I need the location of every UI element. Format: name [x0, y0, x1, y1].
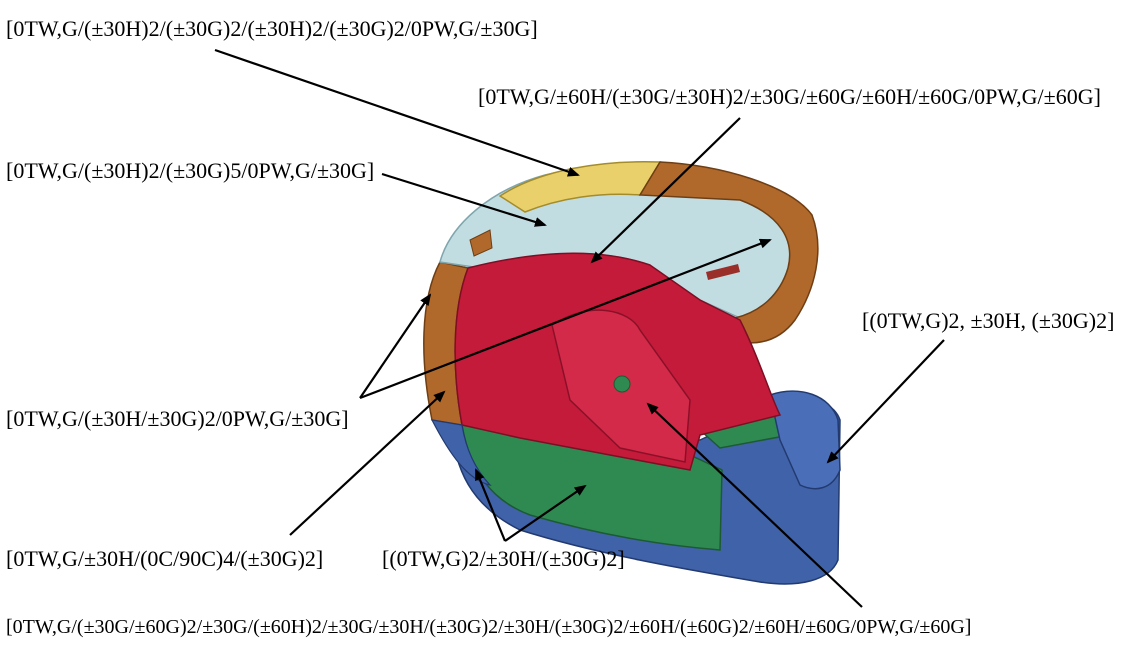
label-upper: [0TW,G/(±30H)2/(±30G)5/0PW,G/±30G] [6, 158, 375, 183]
blue-chin-bar [769, 390, 841, 490]
label-crown: [0TW,G/±60H/(±30G/±30H)2/±30G/±60G/±60H/… [478, 84, 1101, 109]
brown-slot [706, 264, 740, 280]
label-side: [0TW,G/(±30H/±30G)2/0PW,G/±30G] [6, 406, 349, 431]
label-top: [0TW,G/(±30H)2/(±30G)2/(±30H)2/(±30G)2/0… [6, 16, 538, 41]
brown-vent [469, 229, 493, 257]
label-green: [(0TW,G)2/±30H/(±30G)2] [382, 546, 625, 571]
green-vent-dot [613, 375, 631, 393]
label-chin: [(0TW,G)2, ±30H, (±30G)2] [862, 308, 1115, 333]
brown-visor-frame [638, 161, 819, 344]
leader-arrows [214, 48, 945, 608]
label-bottom: [0TW,G/(±30G/±60G)2/±30G/(±60H)2/±30G/±3… [6, 616, 972, 638]
label-rear-low: [0TW,G/±30H/(0C/90C)4/(±30G)2] [6, 546, 324, 571]
